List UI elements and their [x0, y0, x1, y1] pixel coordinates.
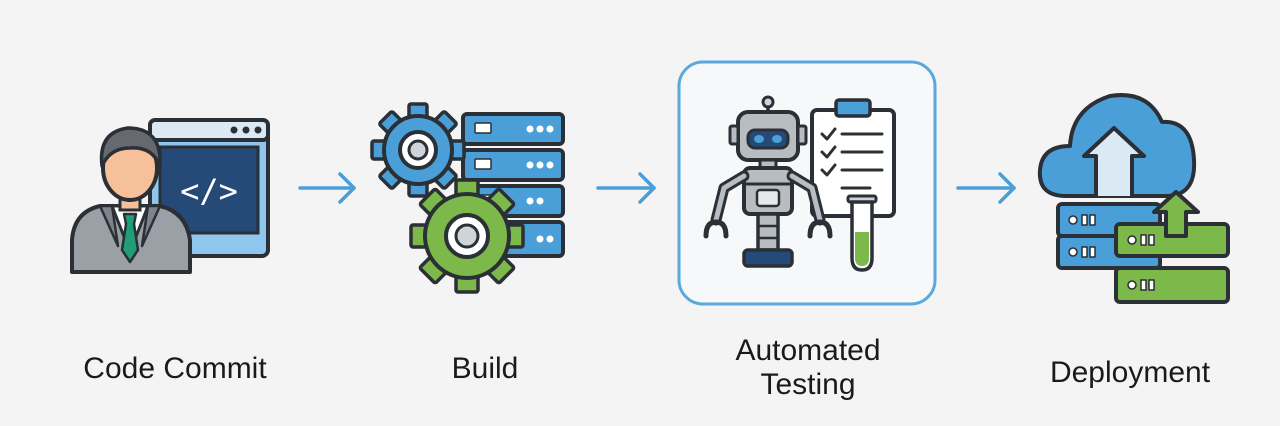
blue-gear-icon [370, 102, 466, 198]
step-label-line-2: Testing [760, 368, 856, 401]
code-glyph: </> [180, 172, 238, 210]
step-label-automated-testing: Automated Testing [680, 334, 936, 402]
step-label-text: Deployment [1049, 356, 1211, 389]
green-server-stack-icon [1114, 190, 1230, 304]
flow-arrow-1 [298, 172, 356, 204]
robot-icon [703, 95, 833, 268]
step-label-code-commit: Code Commit [40, 352, 310, 386]
test-tube-icon [846, 194, 878, 272]
cloud-icon [1037, 93, 1197, 198]
step-label-text: Code Commit [83, 352, 267, 385]
developer-code-icon: </> [70, 118, 270, 274]
cloud-upload-servers-icon [1037, 93, 1230, 304]
flow-arrow-2 [596, 172, 656, 204]
clipboard-checklist-icon [810, 98, 896, 218]
developer-person-icon [70, 126, 192, 274]
flow-arrow-3 [956, 172, 1016, 204]
step-label-build: Build [400, 352, 570, 386]
green-gear-icon [409, 178, 525, 294]
robot-checklist-icon [703, 95, 896, 272]
step-label-text: Build [451, 352, 519, 385]
step-label-deployment: Deployment [1010, 356, 1250, 390]
step-label-line-1: Automated [735, 334, 881, 367]
gears-servers-icon [370, 102, 565, 294]
